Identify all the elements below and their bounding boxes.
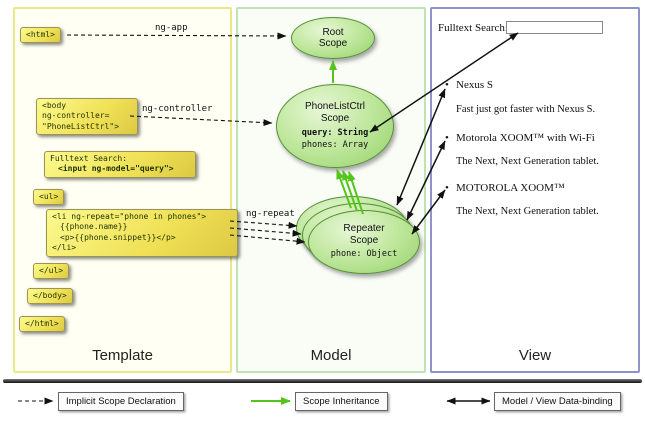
view-item-snippet: The Next, Next Generation tablet. — [456, 156, 599, 167]
phonelistctrl-title-line1: PhoneListCtrl — [304, 101, 366, 113]
code-line: </html> — [25, 319, 59, 328]
code-line: ng-controller= — [42, 111, 110, 121]
code-box-html-close: </html> — [19, 316, 65, 333]
code-box-html-open: <html> — [20, 27, 61, 44]
code-line: "PhoneListCtrl"> — [42, 121, 120, 131]
bullet-icon — [445, 182, 456, 194]
code-line: {{phone.name}} — [60, 222, 128, 232]
ellipse-root-scope: Root Scope — [291, 17, 375, 59]
fulltext-search-input[interactable] — [506, 21, 603, 34]
ellipse-phonelistctrl-scope: PhoneListCtrl Scope query: String phones… — [276, 84, 394, 168]
view-list-item: Motorola XOOM™ with Wi-Fi — [445, 132, 595, 144]
ellipse-repeater-scope-front: Repeater Scope phone: Object — [308, 210, 420, 274]
legend-scope-inheritance: Scope Inheritance — [295, 392, 388, 411]
code-box-fulltext-search: Fulltext Search: <input ng-model="query"… — [44, 151, 196, 178]
view-item-snippet: The Next, Next Generation tablet. — [456, 206, 599, 217]
view-list-item: Nexus S — [445, 79, 493, 91]
view-item-name: MOTOROLA XOOM™ — [456, 182, 565, 194]
view-item-snippet: Fast just got faster with Nexus S. — [456, 104, 596, 115]
phonelistctrl-prop-query: query: String — [301, 128, 369, 139]
code-line: </li> — [52, 243, 77, 253]
view-item-name: Nexus S — [456, 79, 493, 91]
code-line: <body — [42, 101, 67, 110]
code-line: </ul> — [39, 266, 64, 275]
panel-view-label: View — [518, 347, 552, 364]
view-item-name: Motorola XOOM™ with Wi-Fi — [456, 132, 595, 144]
code-box-li-repeat: <li ng-repeat="phone in phones"> {{phone… — [46, 209, 238, 257]
code-line: <html> — [26, 30, 55, 39]
view-search-label: Fulltext Search: — [438, 22, 508, 34]
arrow-label-ng-controller: ng-controller — [142, 104, 213, 114]
legend-implicit-scope-declaration: Implicit Scope Declaration — [58, 392, 184, 411]
repeater-title-line1: Repeater — [343, 223, 385, 235]
repeater-title-line2: Scope — [349, 234, 379, 246]
code-box-ul-close: </ul> — [33, 263, 70, 280]
code-box-body-close: </body> — [27, 288, 73, 305]
code-line: </body> — [33, 291, 67, 300]
panel-template-label: Template — [92, 347, 153, 364]
panel-model: Model — [236, 7, 426, 373]
arrow-label-ng-repeat: ng-repeat — [246, 209, 295, 219]
bullet-icon — [445, 132, 456, 144]
code-line: Fulltext Search: — [50, 154, 128, 163]
bullet-icon — [445, 79, 456, 91]
view-list-item: MOTOROLA XOOM™ — [445, 182, 565, 194]
code-line: <ul> — [39, 192, 59, 201]
root-scope-title-line1: Root — [322, 26, 344, 38]
code-box-ul-open: <ul> — [33, 189, 65, 206]
legend-model-view-data-binding: Model / View Data-binding — [494, 392, 621, 411]
arrow-label-ng-app: ng-app — [155, 23, 188, 33]
code-line: <li ng-repeat="phone in phones"> — [52, 212, 207, 221]
panel-model-label: Model — [310, 347, 352, 364]
legend-divider — [3, 379, 642, 383]
repeater-prop-phone: phone: Object — [330, 249, 398, 260]
code-box-body-open: <body ng-controller= "PhoneListCtrl"> — [36, 98, 138, 136]
phonelistctrl-prop-phones: phones: Array — [301, 139, 369, 150]
code-line: <input ng-model="query"> — [58, 164, 174, 174]
root-scope-title-line2: Scope — [318, 38, 348, 49]
phonelistctrl-title-line2: Scope — [320, 112, 350, 124]
code-line: <p>{{phone.snippet}}</p> — [60, 232, 176, 242]
